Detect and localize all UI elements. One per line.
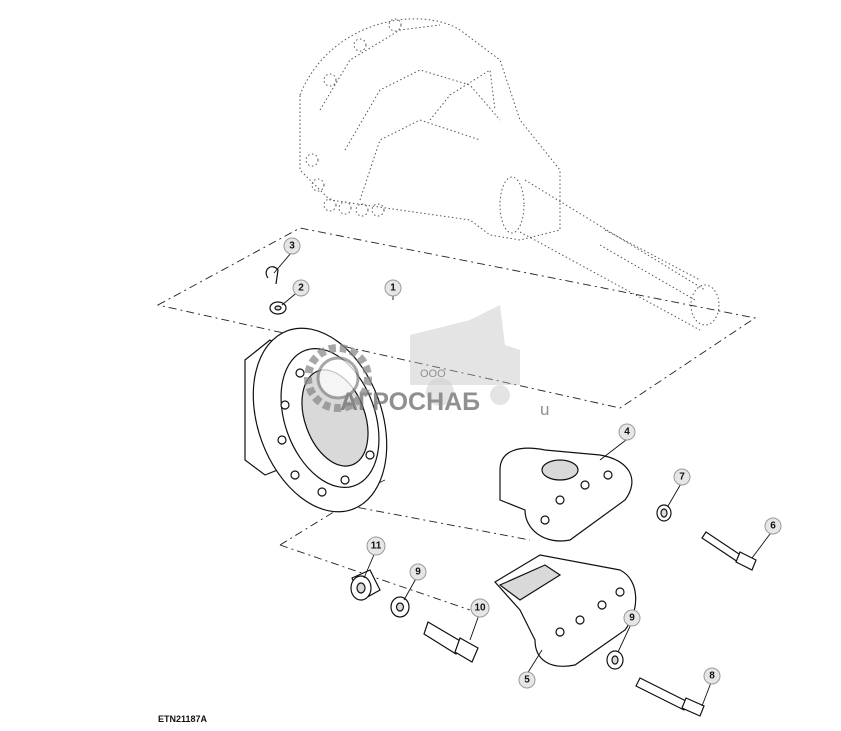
washer-left-part — [390, 596, 410, 618]
callout-10: 10 — [470, 598, 490, 618]
svg-text:9: 9 — [415, 567, 421, 578]
washer-upper-part — [656, 504, 672, 522]
figure-code: ETN21187A — [158, 714, 208, 724]
svg-text:10: 10 — [474, 603, 486, 614]
callout-4: 4 — [618, 423, 636, 441]
callout-11: 11 — [366, 536, 386, 556]
watermark-brand: АГРОСНАБ — [340, 388, 480, 416]
callout-3: 3 — [283, 237, 301, 255]
lower-clamp-part — [494, 554, 637, 667]
svg-text:3: 3 — [289, 241, 295, 252]
callout-9-right: 9 — [623, 609, 641, 627]
combine-harvester-icon — [410, 305, 520, 406]
callout-9-left: 9 — [409, 563, 427, 581]
watermark-prefix: ООО — [420, 368, 446, 380]
upper-clamp-part — [499, 447, 633, 542]
svg-text:4: 4 — [624, 427, 630, 438]
bolt-upper-part — [701, 531, 757, 571]
callout-6: 6 — [764, 517, 782, 535]
callout-1: 1 — [384, 279, 402, 297]
callout-8: 8 — [703, 667, 721, 685]
svg-text:5: 5 — [524, 675, 530, 686]
callout-5: 5 — [518, 671, 536, 689]
svg-text:1: 1 — [390, 283, 396, 294]
gear-logo-icon — [304, 344, 372, 412]
watermark-suffix: u — [540, 400, 549, 419]
callout-2: 2 — [292, 279, 310, 297]
svg-text:2: 2 — [298, 283, 304, 294]
wheel-hub — [244, 327, 388, 513]
svg-text:9: 9 — [629, 613, 635, 624]
agrosnab-watermark: ООО АГРОСНАБ u — [304, 305, 549, 419]
svg-text:8: 8 — [709, 671, 715, 682]
svg-text:7: 7 — [679, 472, 685, 483]
axle-housing-phantom — [299, 18, 720, 331]
svg-text:6: 6 — [770, 521, 776, 532]
washer-lower-part — [606, 650, 624, 670]
bolt-left-part — [423, 621, 479, 663]
svg-text:11: 11 — [371, 541, 382, 552]
spacer-part — [350, 569, 381, 601]
cotter-pin-part — [265, 266, 279, 285]
callout-7: 7 — [673, 468, 691, 486]
bolt-lower-part — [635, 677, 705, 717]
